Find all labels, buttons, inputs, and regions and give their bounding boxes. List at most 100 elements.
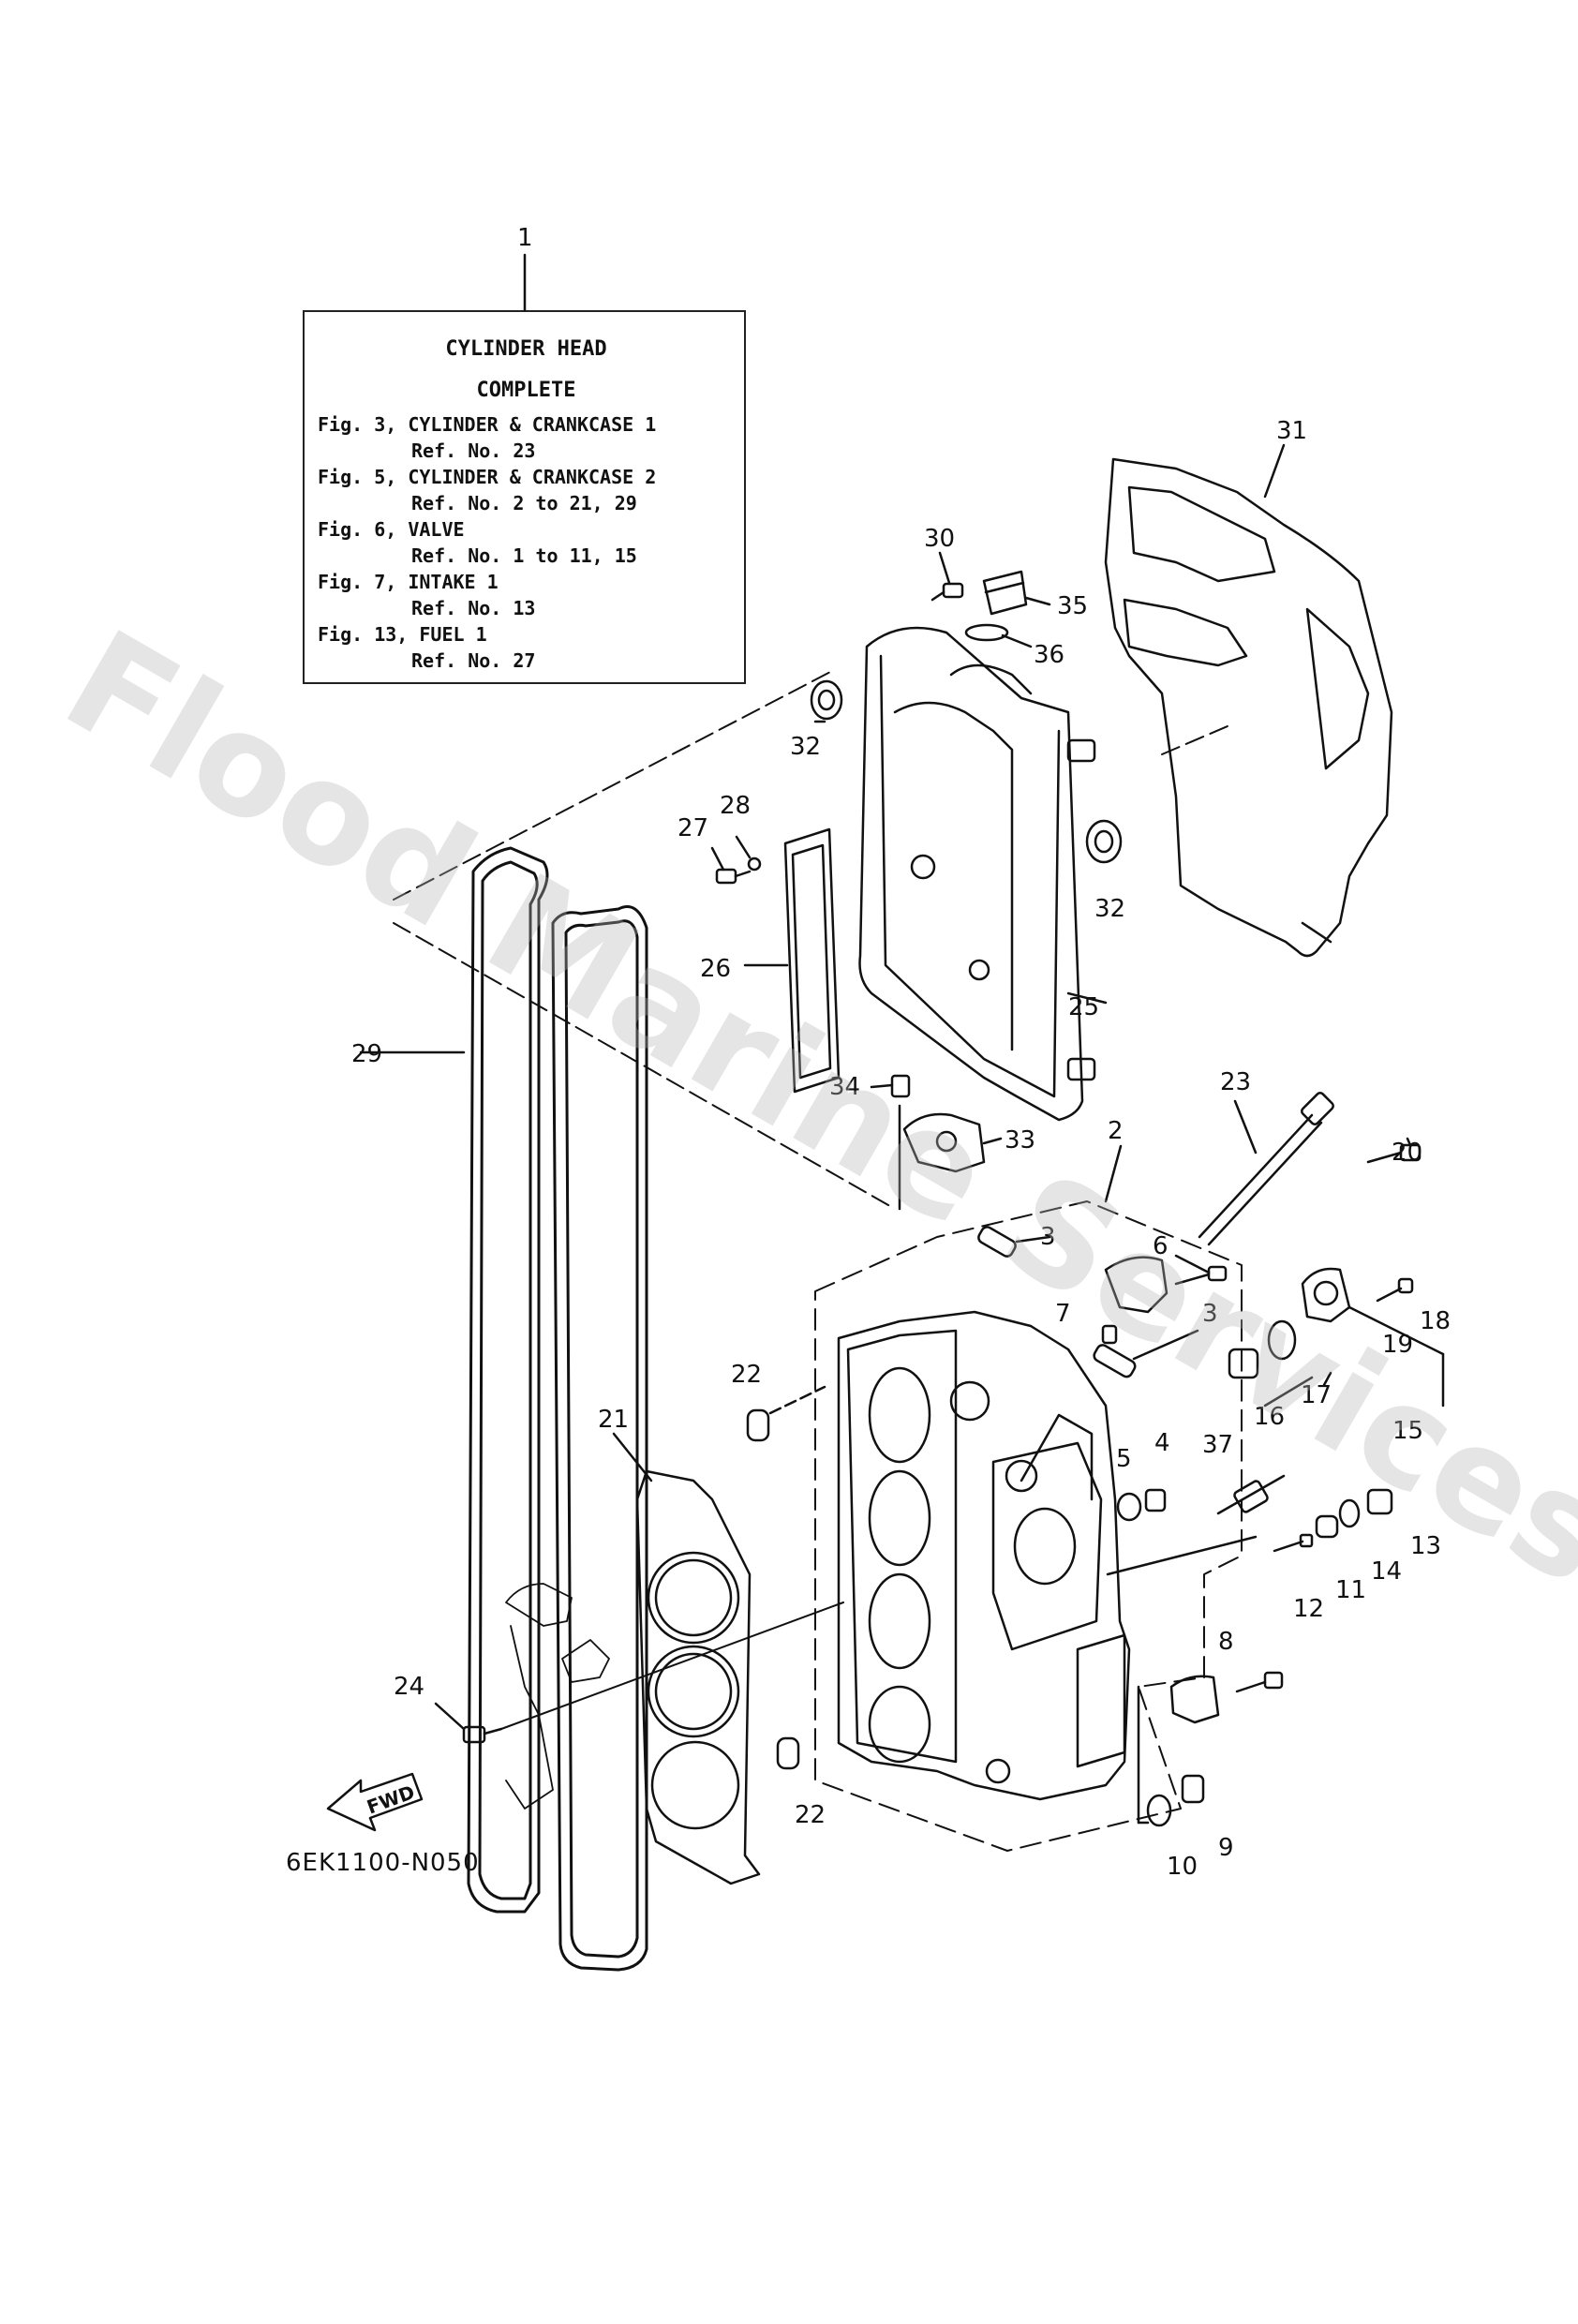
leader-line [982,1137,1003,1145]
part-number: 3 [1040,1223,1056,1251]
thermostat-housing [1301,1267,1351,1323]
long-bolt [1198,1092,1334,1246]
part-number: 29 [351,1040,382,1068]
leader-line [735,835,752,859]
spark-plug [1216,1474,1286,1515]
part-number: 19 [1382,1331,1413,1359]
leader-line [1347,1305,1445,1356]
part-number: 32 [790,733,821,761]
leader-line [870,1083,894,1089]
valve-cover [858,626,1096,1122]
part-number: 37 [1202,1431,1233,1459]
o-ring [964,623,1009,642]
part-number: 24 [394,1673,424,1701]
part-number: 35 [1057,592,1088,620]
collar [1315,1514,1339,1539]
leader-line [1322,1371,1332,1387]
part-number: 10 [1167,1853,1198,1881]
leader-line [1066,991,1108,1005]
projection-line [393,669,835,901]
engine-side-cover [1104,457,1393,958]
part-number: 18 [1420,1307,1451,1335]
projection-line [393,922,896,1210]
info-fig-line: Fig. 6, VALVE [318,518,465,541]
bolt [1376,1277,1414,1303]
leader-line [612,1432,653,1482]
info-ref-line: Ref. No. 2 to 21, 29 [411,492,637,514]
thermostat [1228,1348,1259,1379]
grommet [810,679,843,721]
info-ref-line: Ref. No. 27 [411,649,536,672]
projection-line [1161,725,1228,755]
combustion-chamber [868,1366,931,1764]
valve-guide [977,1226,1017,1258]
engine-block-outline [505,1583,610,1810]
bolt [715,857,762,885]
part-number: 21 [598,1406,629,1434]
leader-line [710,846,725,872]
part-number: 26 [700,955,731,983]
part-number: 2 [1108,1117,1124,1145]
part-number: 30 [924,525,955,553]
grommet [1085,819,1123,864]
info-title-line2: COMPLETE [476,379,576,402]
info-fig-line: Fig. 7, INTAKE 1 [318,571,499,593]
leader-line [1015,1235,1051,1244]
part-number: 28 [720,792,751,820]
bolt [462,1725,503,1744]
leader-line [1263,443,1286,499]
part-number: 34 [829,1073,860,1101]
part-labels: 1 2 3 3 4 5 6 7 8 9 10 11 12 13 14 15 16… [351,224,1451,1881]
part-number: 16 [1254,1403,1285,1431]
bolt [1235,1671,1284,1693]
fitting [1366,1488,1393,1515]
part-number: 9 [1218,1834,1234,1862]
sensor-bracket [1104,1256,1169,1314]
oil-filler-cap [982,570,1028,616]
bracket [1169,1675,1220,1724]
fwd-arrow [326,1772,424,1832]
bracket [890,1074,986,1211]
leader-line [938,551,951,585]
bolt [1273,1533,1314,1553]
part-number: 8 [1218,1628,1234,1656]
part-number: 31 [1276,417,1307,445]
leader-line [768,1385,826,1415]
o-ring [1338,1498,1361,1528]
part-number: 20 [1392,1139,1422,1167]
part-number: 6 [1153,1232,1169,1260]
gasket-washer [1116,1492,1142,1522]
part-number: 13 [1410,1532,1441,1560]
part-number: 22 [731,1361,762,1389]
part-number: 1 [517,224,533,252]
part-number: 36 [1034,641,1064,669]
part-number: 4 [1154,1429,1170,1457]
diagram-code: 6EK1100-N050 [286,1849,480,1877]
leader-line [1263,1376,1314,1408]
leader-line [1406,1137,1412,1147]
fwd-label: FWD [364,1780,417,1818]
info-ref-line: Ref. No. 23 [411,439,536,462]
parts-info-box: CYLINDER HEAD COMPLETE Fig. 3, CYLINDER … [303,310,746,684]
o-ring [1267,1319,1297,1361]
part-number: 3 [1202,1300,1218,1328]
valve-cover-gasket [467,846,648,1972]
info-title-line1: CYLINDER HEAD [445,337,607,361]
part-number: 25 [1068,993,1099,1021]
valve-guide [1093,1344,1137,1378]
dowel-pin [776,1736,800,1770]
leader-line [434,1702,466,1731]
info-ref-line: Ref. No. 1 to 11, 15 [411,544,637,567]
part-number: 7 [1055,1300,1071,1328]
info-fig-line: Fig. 3, CYLINDER & CRANKCASE 1 [318,413,657,436]
assembly-boundary [814,1200,1243,1852]
info-fig-line: Fig. 5, CYLINDER & CRANKCASE 2 [318,466,657,488]
part-number: 12 [1293,1595,1324,1623]
pin [1101,1324,1118,1345]
cylinder-head [837,1310,1131,1801]
part-number: 27 [677,814,708,842]
head-gasket [635,1469,761,1885]
plug [1144,1488,1167,1512]
bolt [930,582,964,602]
